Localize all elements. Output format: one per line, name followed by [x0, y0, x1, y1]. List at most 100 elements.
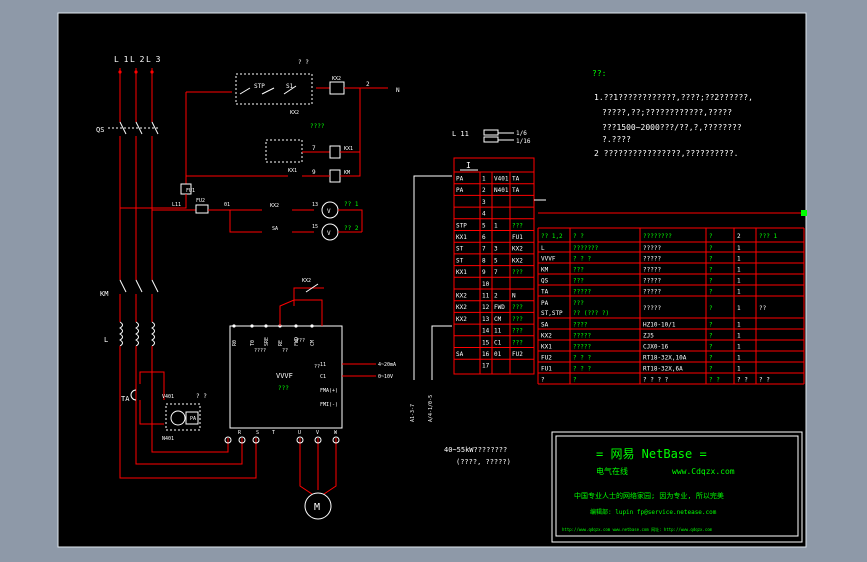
bom-cell: ? [709, 245, 713, 252]
vvvf-qq3: ?? [282, 348, 288, 354]
terminal-cell: ST [456, 246, 464, 253]
vvvf-bottom-terminal: S [256, 430, 259, 436]
terminal-cell: 8 [482, 257, 486, 264]
terminal-cell: KX2 [456, 316, 467, 323]
drawing-frame [57, 12, 807, 548]
notes: ??: 1.??1????????????,????;??2??????,???… [592, 69, 753, 158]
terminal-cell: KX2 [512, 257, 523, 264]
label-kx2-mid: KX2 [290, 110, 299, 116]
stamp-line1: = 网易 NetBase = [596, 447, 707, 461]
terminal-cell: ??? [512, 328, 523, 335]
bom-cell: ? ? [573, 233, 584, 240]
vvvf-qq1: ??? [296, 338, 305, 344]
label-qq-pa: ? ? [196, 393, 207, 400]
vvvf-top-terminal: R0 [232, 340, 238, 346]
bom-cell: ? ? [759, 377, 770, 384]
vvvf-qq2: ???? [254, 348, 266, 354]
bom-selection-handle[interactable] [801, 210, 807, 216]
bom-cell: ????? [643, 256, 661, 263]
label-v401: V401 [162, 394, 174, 400]
terminal-cell: TA [512, 187, 520, 194]
terminal-cell: FWD [494, 304, 505, 311]
terminal-cell: 9 [482, 269, 486, 276]
bom-cell: ????? [573, 333, 591, 340]
label-ta: TA [121, 395, 130, 403]
terminal-cell: 15 [482, 339, 490, 346]
bom-cell: ? [709, 233, 713, 240]
bom-cell: ? [709, 333, 713, 340]
terminal-cell: KX1 [456, 234, 467, 241]
caption-sub: (????, ?????) [456, 458, 511, 466]
l11-r1: 1/6 [516, 130, 527, 137]
label-l: L [104, 336, 108, 344]
terminal-table-header: I [466, 161, 471, 170]
vvvf-qq4: ?? [314, 364, 320, 370]
terminal-cell: ??? [512, 269, 523, 276]
note-line: ???1500~2000???/??,?,???????? [602, 123, 742, 132]
terminal-cell: ??? [512, 316, 523, 323]
terminal-cell: FU2 [512, 351, 523, 358]
label-fu1: FU1 [186, 188, 195, 194]
bom-cell: ?? (??? ?) [573, 310, 609, 317]
bom-cell: KM [541, 267, 549, 274]
terminal-cell: KX2 [456, 293, 467, 300]
label-s1: S1 [286, 83, 294, 90]
control-circuit: N STP S1 KX2 ? ? 2 KX2 KX1 ???? 7 KX1 KM… [120, 59, 400, 241]
bom-cell: ? ? ? ? [643, 377, 669, 384]
terminal-cell: 3 [482, 199, 486, 206]
terminal-cell: 1 [482, 176, 486, 183]
bom-cell: ? [573, 377, 577, 384]
bom-cell: 1 [737, 322, 741, 329]
vvvf-top-terminal: T0 [250, 340, 256, 346]
terminal-cell: 01 [494, 351, 502, 358]
terminal-cell: 14 [482, 328, 490, 335]
vvvf-right-terminal: FMA(+) [320, 388, 338, 394]
bom-cell: ? ? ? [573, 366, 591, 373]
label-qs: QS [96, 126, 104, 134]
terminal-cell: N [512, 293, 516, 300]
label-l2: L 2 [130, 55, 145, 64]
l11-r2: 1/16 [516, 138, 531, 145]
label-l11: L11 [172, 202, 181, 208]
label-qq-motor2: ?? 2 [344, 225, 359, 232]
note-line: ?.???? [602, 135, 631, 144]
terminal-cell: 3 [494, 246, 498, 253]
bom-cell: 1 [737, 333, 741, 340]
vertical-label-1: A1-3-7 [410, 404, 416, 422]
bom-cell: 1 [737, 267, 741, 274]
bom-cell: RT18-32X,10A [643, 355, 687, 362]
vvvf-title: VVVF [276, 372, 293, 380]
bom-cell: ??? [573, 267, 584, 274]
bom-cell: VVVF [541, 256, 556, 263]
terminal-cell: V401 [494, 176, 509, 183]
vvvf-top-terminal: CM [310, 340, 316, 346]
bom-cell: QS [541, 278, 549, 285]
vvvf-bottom-terminal: T [272, 430, 275, 436]
terminal-cell: C1 [494, 339, 502, 346]
label-l1: L 1 [114, 55, 129, 64]
terminal-cell: 1 [494, 222, 498, 229]
bom-cell: 1 [737, 355, 741, 362]
bom-cell: ????? [573, 289, 591, 296]
terminal-cell: ST [456, 257, 464, 264]
label-sa: SA [272, 226, 278, 232]
stamp-line2b: www.Cdqzx.com [672, 467, 735, 476]
terminal-cell: N401 [494, 187, 509, 194]
notes-title: ??: [592, 69, 606, 78]
bom-cell: 1 [737, 366, 741, 373]
terminal-cell: 11 [494, 328, 502, 335]
terminal-cell: ??? [512, 339, 523, 346]
vvvf-box [229, 325, 343, 429]
terminal-cell: 11 [482, 293, 490, 300]
bom-cell: ?? 1,2 [541, 233, 563, 240]
bom-cell: L [541, 245, 545, 252]
terminal-cell: STP [456, 222, 467, 229]
label-km-coil: KM [344, 170, 350, 176]
bom-cell: ????? [643, 267, 661, 274]
stamp-line3: 中国专业人士的网络家园; 因为专业, 所以完美 [574, 491, 724, 500]
terminal-cell: TA [512, 176, 520, 183]
l11-label: L 11 [452, 130, 469, 138]
bom-cell: FU1 [541, 366, 552, 373]
bom-cell: PA [541, 300, 549, 307]
